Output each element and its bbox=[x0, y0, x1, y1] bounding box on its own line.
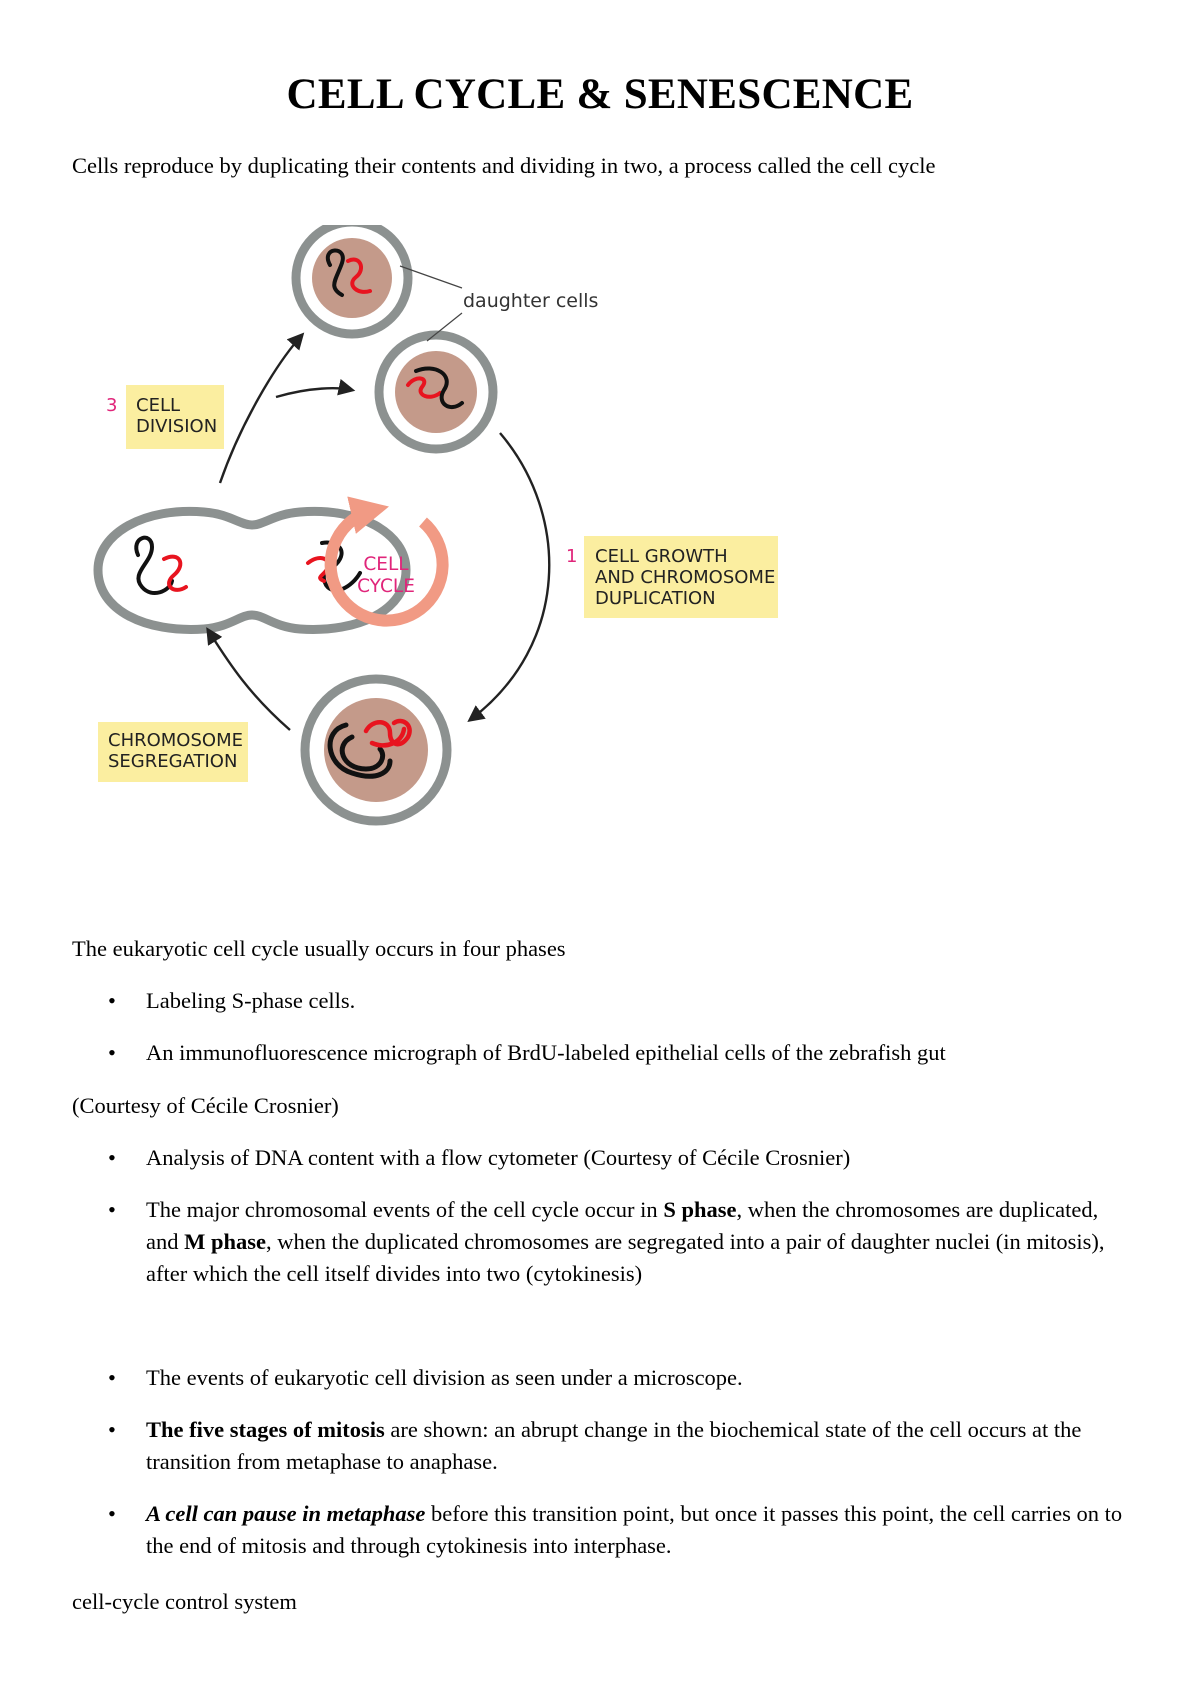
cell-cycle-diagram: daughter cells CELL CYCLE bbox=[90, 225, 778, 826]
daughter-cell-top bbox=[291, 225, 413, 339]
bullet-list-2: •Analysis of DNA content with a flow cyt… bbox=[72, 1142, 1132, 1290]
intro-paragraph: Cells reproduce by duplicating their con… bbox=[72, 153, 936, 178]
list-item: •Analysis of DNA content with a flow cyt… bbox=[72, 1142, 1132, 1174]
step-number: 3 bbox=[106, 395, 117, 416]
cycle-arrow-icon bbox=[324, 496, 449, 627]
metaphase-pause-term: A cell can pause in metaphase bbox=[146, 1501, 426, 1526]
bullet-icon: • bbox=[108, 1040, 116, 1065]
bullet-icon: • bbox=[108, 1197, 116, 1222]
arrow-segregation bbox=[206, 627, 291, 731]
step-text-line: AND CHROMOSOME bbox=[595, 567, 775, 588]
footer-text: cell-cycle control system bbox=[72, 1589, 297, 1614]
bullet-icon: • bbox=[108, 988, 116, 1013]
list-item: •An immunofluorescence micrograph of Brd… bbox=[72, 1037, 1132, 1069]
mitosis-stages-term: The five stages of mitosis bbox=[146, 1417, 385, 1442]
daughter-callout-line bbox=[426, 312, 463, 342]
step-text-line: DUPLICATION bbox=[595, 588, 716, 609]
daughter-callout-line bbox=[399, 265, 463, 289]
list-item: •The events of eukaryotic cell division … bbox=[72, 1362, 1132, 1394]
m-phase-term: M phase bbox=[184, 1229, 267, 1254]
page-title: CELL CYCLE & SENESCENCE bbox=[286, 71, 914, 118]
list-item: •A cell can pause in metaphase before th… bbox=[72, 1498, 1132, 1562]
step-text-line: CELL GROWTH bbox=[595, 546, 728, 567]
step-text-line: CHROMOSOME bbox=[108, 730, 243, 751]
mitotic-cell-bottom bbox=[300, 674, 452, 826]
cycle-label-line2: CYCLE bbox=[357, 576, 415, 597]
bullet-list-3: •The events of eukaryotic cell division … bbox=[72, 1362, 1132, 1562]
arrow-growth bbox=[467, 432, 551, 723]
arrow-division-top bbox=[218, 332, 305, 484]
step-label-segregation: 2 CHROMOSOME SEGREGATION bbox=[90, 722, 248, 782]
step-number: 2 bbox=[90, 730, 91, 751]
list-item: •Labeling S-phase cells. bbox=[72, 985, 1132, 1017]
daughter-cell-right bbox=[374, 330, 498, 454]
step-label-growth: 1 CELL GROWTH AND CHROMOSOME DUPLICATION bbox=[566, 536, 778, 618]
step-label-division: 3 CELL DIVISION bbox=[106, 385, 224, 449]
step-number: 1 bbox=[566, 546, 577, 567]
bullet-list-1: •Labeling S-phase cells. •An immunofluor… bbox=[72, 985, 1132, 1069]
bullet-icon: • bbox=[108, 1145, 116, 1170]
s-phase-term: S phase bbox=[663, 1197, 737, 1222]
arrow-division-right bbox=[275, 378, 356, 399]
step-text-line: DIVISION bbox=[136, 416, 217, 437]
phases-intro: The eukaryotic cell cycle usually occurs… bbox=[72, 936, 566, 961]
bullet-icon: • bbox=[108, 1501, 116, 1526]
bullet-icon: • bbox=[108, 1417, 116, 1442]
step-text-line: SEGREGATION bbox=[108, 751, 237, 772]
daughter-cells-label: daughter cells bbox=[463, 290, 598, 312]
list-item: •The major chromosomal events of the cel… bbox=[72, 1194, 1132, 1290]
list-item: •The five stages of mitosis are shown: a… bbox=[72, 1414, 1132, 1478]
step-text-line: CELL bbox=[136, 395, 180, 416]
courtesy-note: (Courtesy of Cécile Crosnier) bbox=[72, 1093, 339, 1118]
bullet-icon: • bbox=[108, 1365, 116, 1390]
cycle-label-line1: CELL bbox=[363, 554, 409, 575]
